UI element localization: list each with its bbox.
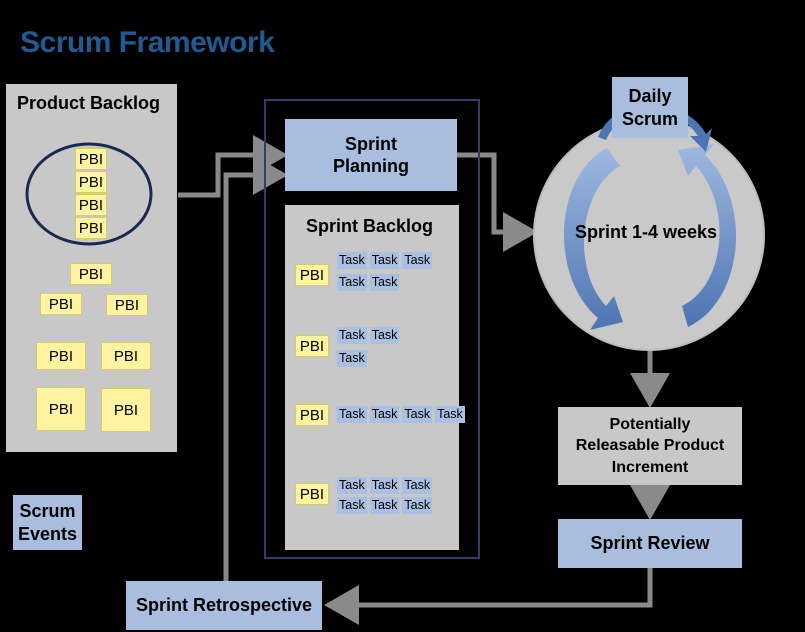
- task-item: Task: [402, 477, 433, 494]
- backlog-pbi-1: PBI: [70, 263, 112, 285]
- backlog-pbi-4: PBI: [36, 342, 86, 370]
- sprint-container: [264, 99, 480, 559]
- increment-box: Potentially Releasable Product Increment: [558, 407, 742, 485]
- sprint-backlog-pbi-3: PBI: [295, 404, 329, 426]
- backlog-pbi-3: PBI: [106, 294, 148, 316]
- task-item: Task: [337, 497, 367, 514]
- page-title: Scrum Framework: [20, 26, 275, 59]
- task-row-3-line-1: Task Task Task Task: [337, 406, 465, 423]
- sprint-cycle-label: Sprint 1-4 weeks: [575, 222, 718, 242]
- task-item: Task: [369, 274, 400, 291]
- task-item: Task: [369, 252, 400, 269]
- task-row-1-line-2: Task Task: [337, 274, 400, 291]
- task-item: Task: [337, 406, 367, 423]
- cycle-arrow-right: [678, 144, 737, 327]
- backlog-pbi-circled-4: PBI: [75, 217, 107, 239]
- task-item: Task: [402, 252, 433, 269]
- task-item: Task: [337, 477, 367, 494]
- sprint-review-box: Sprint Review: [558, 519, 742, 568]
- backlog-pbi-circled-1: PBI: [75, 148, 107, 170]
- backlog-pbi-circled-3: PBI: [75, 194, 107, 216]
- task-item: Task: [337, 327, 367, 344]
- backlog-pbi-7: PBI: [101, 388, 151, 432]
- task-item: Task: [402, 497, 433, 514]
- task-row-2-line-2: Task: [337, 350, 367, 367]
- task-item: Task: [435, 406, 465, 423]
- task-item: Task: [369, 497, 400, 514]
- task-item: Task: [337, 252, 367, 269]
- scrum-events-legend: Scrum Events: [13, 495, 82, 550]
- sprint-retrospective-box: Sprint Retrospective: [126, 581, 322, 630]
- arrow-planning-to-sprint: [457, 152, 538, 252]
- arrow-review-to-retro: [324, 568, 653, 625]
- sprint-backlog-pbi-4: PBI: [295, 483, 329, 505]
- backlog-pbi-2: PBI: [40, 293, 82, 315]
- task-row-4-line-2: Task Task Task: [337, 497, 433, 514]
- task-row-4-line-1: Task Task Task: [337, 477, 433, 494]
- product-backlog-heading: Product Backlog: [17, 93, 161, 113]
- task-item: Task: [369, 327, 400, 344]
- task-item: Task: [337, 274, 367, 291]
- backlog-pbi-circled-2: PBI: [75, 171, 107, 193]
- sprint-backlog-pbi-1: PBI: [295, 264, 329, 286]
- task-item: Task: [402, 406, 433, 423]
- arrow-backlog-to-planning: [178, 135, 288, 198]
- sprint-backlog-heading: Sprint Backlog: [306, 216, 434, 236]
- task-item: Task: [369, 477, 400, 494]
- cycle-arrow-left: [564, 148, 623, 330]
- backlog-pbi-5: PBI: [101, 342, 151, 370]
- task-item: Task: [369, 406, 400, 423]
- task-item: Task: [337, 350, 367, 367]
- sprint-planning-box: Sprint Planning: [285, 119, 457, 191]
- task-row-1-line-1: Task Task Task: [337, 252, 433, 269]
- daily-scrum-box: Daily Scrum: [612, 77, 688, 138]
- sprint-backlog-pbi-2: PBI: [295, 335, 329, 357]
- backlog-pbi-6: PBI: [36, 387, 86, 431]
- task-row-2-line-1: Task Task: [337, 327, 400, 344]
- increment-label: Potentially Releasable Product Increment: [575, 415, 725, 476]
